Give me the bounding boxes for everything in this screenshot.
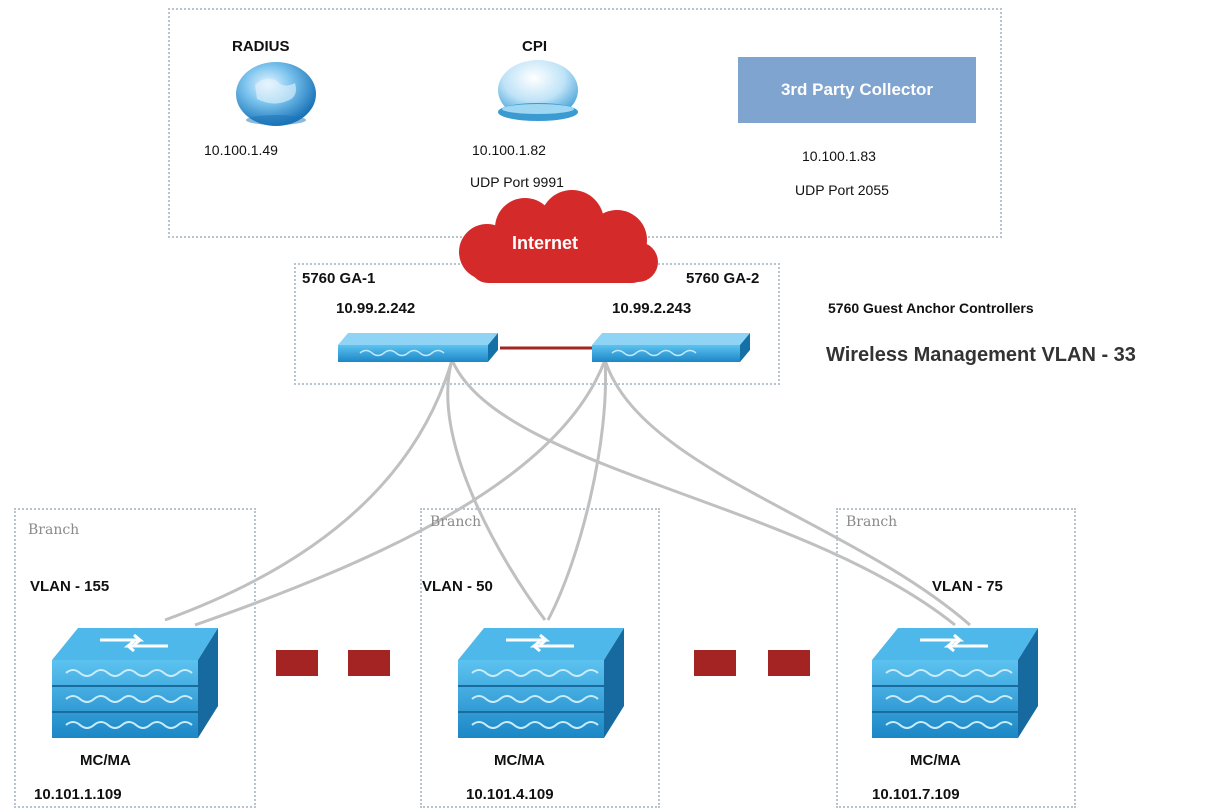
separator-dot [694, 650, 736, 676]
branch-ip: 10.101.7.109 [872, 786, 960, 803]
link-ga2-branch1 [194, 359, 607, 627]
branch-ip: 10.101.4.109 [466, 786, 554, 803]
cpi-port: UDP Port 9991 [470, 174, 564, 190]
separator-dot [276, 650, 318, 676]
link-ga2-branch3 [603, 359, 971, 627]
branch-role: MC/MA [910, 752, 961, 769]
branch-title: Branch [430, 514, 482, 530]
separator-dot [348, 650, 390, 676]
ga1-name: 5760 GA-1 [302, 270, 376, 287]
collector-ip: 10.100.1.83 [802, 148, 876, 164]
branch-vlan: VLAN - 75 [932, 578, 1003, 595]
anchor-legend-title: 5760 Guest Anchor Controllers [828, 300, 1034, 316]
cpi-label: CPI [522, 38, 548, 55]
branch-vlan: VLAN - 155 [30, 578, 110, 595]
link-ga1-branch1 [164, 359, 454, 622]
branch-ip: 10.101.1.109 [34, 786, 122, 803]
collector-port: UDP Port 2055 [795, 182, 889, 198]
branch-title: Branch [846, 514, 898, 530]
branch-box [14, 508, 256, 808]
cpi-ip: 10.100.1.82 [472, 142, 546, 158]
branch-title: Branch [28, 522, 80, 538]
collector-box: 3rd Party Collector [738, 57, 976, 123]
branch-box [836, 508, 1076, 808]
branch-box [420, 508, 660, 808]
radius-ip: 10.100.1.49 [204, 142, 278, 158]
separator-dot [768, 650, 810, 676]
ga2-name: 5760 GA-2 [686, 270, 760, 287]
ga1-ip: 10.99.2.242 [336, 300, 416, 317]
servers-group [168, 8, 1002, 238]
uplink-curves [164, 359, 971, 627]
branch-role: MC/MA [80, 752, 131, 769]
branch-vlan: VLAN - 50 [422, 578, 493, 595]
internet-label: Internet [512, 233, 579, 253]
branch-role: MC/MA [494, 752, 545, 769]
link-ga1-branch3 [450, 359, 956, 627]
anchor-legend-vlan: Wireless Management VLAN - 33 [826, 344, 1136, 366]
link-ga2-branch2 [546, 359, 608, 621]
radius-label: RADIUS [232, 38, 290, 55]
ga2-ip: 10.99.2.243 [612, 300, 692, 317]
link-ga1-branch2 [446, 359, 547, 621]
